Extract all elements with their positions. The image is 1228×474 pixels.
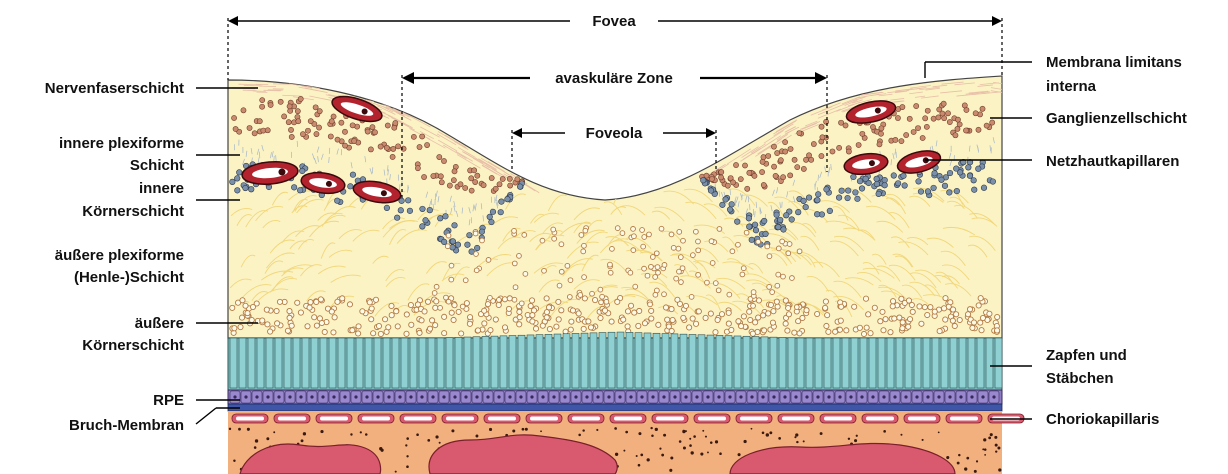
choriocapillaris-label: Choriokapillaris [1046,411,1159,428]
inner-plexiform-label-line2: Schicht [130,157,184,174]
retina-tissue [228,76,1015,338]
outer-nuclear-label-line2: Körnerschicht [82,337,184,354]
outer-plexiform-label-line1: äußere plexiforme [55,247,184,264]
photoreceptors-label-line2: Stäbchen [1046,370,1114,387]
inner-nuclear-label-line2: Körnerschicht [82,203,184,220]
rpe-layer [228,390,1002,404]
inner-plexiform-label-line1: innere plexiforme [59,135,184,152]
choroid-layer [228,411,1024,474]
photoreceptors-label-line1: Zapfen und [1046,347,1127,364]
bruch-membrane-layer [228,404,1002,411]
choriocapillaris-vessels [232,414,1024,423]
ilm-label-line2: interna [1046,78,1097,95]
foveola-label: Foveola [586,125,643,142]
ganglion-cell-layer-label: Ganglienzellschicht [1046,110,1187,127]
outer-nuclear-label-line1: äußere [135,315,184,332]
nerve-fiber-layer-label: Nervenfaserschicht [45,80,184,97]
photoreceptor-layer [228,332,1002,390]
inner-nuclear-label-line1: innere [139,180,184,197]
bruch-membrane-label: Bruch-Membran [69,417,184,434]
avascular-zone-label: avaskuläre Zone [555,70,673,87]
retinal-capillaries-label: Netzhautkapillaren [1046,153,1179,170]
ilm-label-line1: Membrana limitans [1046,54,1182,71]
rpe-label: RPE [153,392,184,409]
outer-plexiform-label-line2: (Henle-)Schicht [74,269,184,286]
fovea-label: Fovea [592,13,636,30]
